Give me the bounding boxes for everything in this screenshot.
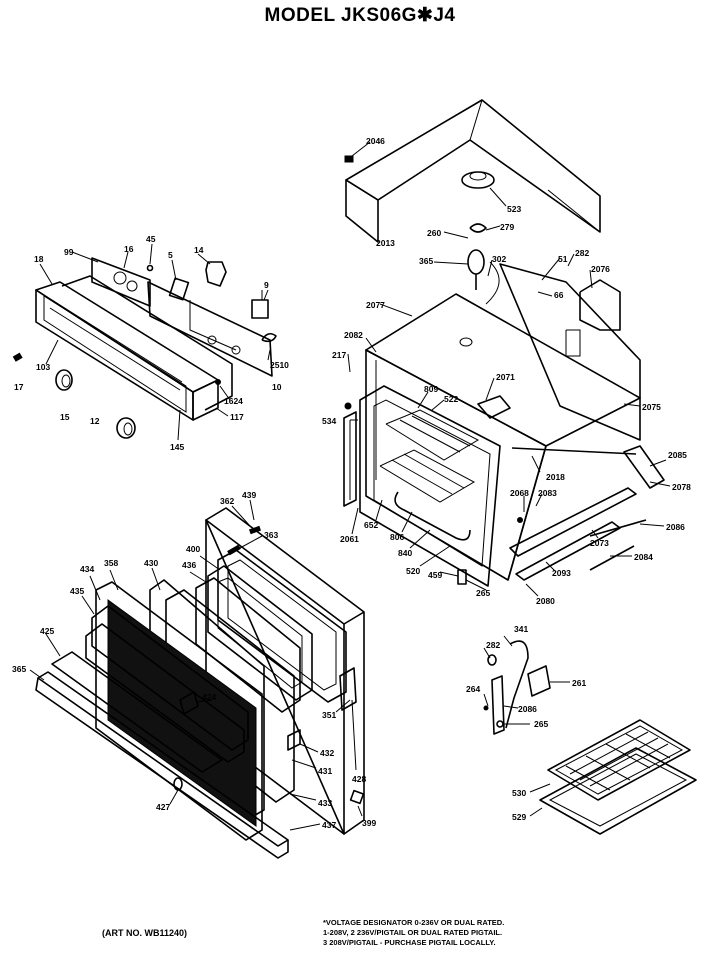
label-362: 362 bbox=[220, 496, 234, 506]
label-217: 217 bbox=[332, 350, 346, 360]
broiler-pan bbox=[529, 719, 697, 835]
label-2071: 2071 bbox=[496, 372, 515, 382]
label-2075: 2075 bbox=[642, 402, 661, 412]
label-522: 522 bbox=[444, 394, 458, 404]
label-435: 435 bbox=[70, 586, 84, 596]
diagram-title: MODEL JKS06G✱J4 bbox=[264, 5, 456, 26]
label-2093: 2093 bbox=[552, 568, 571, 578]
label-17: 17 bbox=[14, 382, 24, 392]
label-2083: 2083 bbox=[538, 488, 557, 498]
label-341: 341 bbox=[514, 624, 528, 634]
label-2084: 2084 bbox=[634, 552, 653, 562]
label-434: 434 bbox=[80, 564, 94, 574]
label-430: 430 bbox=[144, 558, 158, 568]
label-2082: 2082 bbox=[344, 330, 363, 340]
label-282-body: 282 bbox=[575, 248, 589, 258]
label-265-hinge: 265 bbox=[534, 719, 548, 729]
label-358: 358 bbox=[104, 558, 118, 568]
label-437: 437 bbox=[322, 820, 336, 830]
label-365-door: 365 bbox=[12, 664, 26, 674]
label-2073: 2073 bbox=[590, 538, 609, 548]
label-351: 351 bbox=[322, 710, 336, 720]
label-400: 400 bbox=[186, 544, 200, 554]
label-12: 12 bbox=[90, 416, 100, 426]
label-840: 840 bbox=[398, 548, 412, 558]
label-260: 260 bbox=[427, 228, 441, 238]
label-51: 51 bbox=[558, 254, 568, 264]
label-2085: 2085 bbox=[668, 450, 687, 460]
label-529: 529 bbox=[512, 812, 526, 822]
label-2061: 2061 bbox=[340, 534, 359, 544]
label-2068: 2068 bbox=[510, 488, 529, 498]
label-2078: 2078 bbox=[672, 482, 691, 492]
label-652: 652 bbox=[364, 520, 378, 530]
control-panel-assembly bbox=[12, 243, 277, 441]
label-302: 302 bbox=[492, 254, 506, 264]
label-806: 806 bbox=[390, 532, 404, 542]
label-459: 459 bbox=[428, 570, 442, 580]
label-2077: 2077 bbox=[366, 300, 385, 310]
door-hinge-assembly bbox=[483, 635, 570, 735]
label-261: 261 bbox=[572, 678, 586, 688]
label-523: 523 bbox=[507, 204, 521, 214]
label-117: 117 bbox=[230, 412, 244, 422]
label-2046: 2046 bbox=[366, 136, 385, 146]
label-16: 16 bbox=[124, 244, 134, 254]
label-534: 534 bbox=[322, 416, 336, 426]
label-282-hinge: 282 bbox=[486, 640, 500, 650]
label-10: 10 bbox=[272, 382, 282, 392]
label-66: 66 bbox=[554, 290, 564, 300]
note-line: 1-208V, 2 236V/PIGTAIL OR DUAL RATED PIG… bbox=[323, 928, 503, 937]
label-15: 15 bbox=[60, 412, 70, 422]
label-431: 431 bbox=[318, 766, 332, 776]
label-399: 399 bbox=[362, 818, 376, 828]
label-99: 99 bbox=[64, 247, 74, 257]
label-363: 363 bbox=[264, 530, 278, 540]
note-line: *VOLTAGE DESIGNATOR 0-236V OR DUAL RATED… bbox=[323, 918, 505, 927]
label-14: 14 bbox=[194, 245, 204, 255]
label-439: 439 bbox=[242, 490, 256, 500]
voltage-notes: *VOLTAGE DESIGNATOR 0-236V OR DUAL RATED… bbox=[323, 918, 504, 948]
art-number: (ART NO. WB11240) bbox=[102, 928, 188, 938]
label-2018: 2018 bbox=[546, 472, 565, 482]
label-2086: 2086 bbox=[666, 522, 685, 532]
label-424: 424 bbox=[202, 692, 216, 702]
label-1624: 1624 bbox=[224, 396, 243, 406]
door-assembly bbox=[29, 499, 365, 859]
label-45: 45 bbox=[146, 234, 156, 244]
label-428: 428 bbox=[352, 774, 366, 784]
part-number-labels: 2046 523 279 2013 260 365 302 51 282 207… bbox=[12, 136, 691, 830]
label-5: 5 bbox=[168, 250, 173, 260]
label-530: 530 bbox=[512, 788, 526, 798]
note-line: 3 208V/PIGTAIL - PURCHASE PIGTAIL LOCALL… bbox=[323, 938, 496, 947]
label-265-body: 265 bbox=[476, 588, 490, 598]
label-809: 809 bbox=[424, 384, 438, 394]
label-279: 279 bbox=[500, 222, 514, 232]
label-2510: 2510 bbox=[270, 360, 289, 370]
label-433: 433 bbox=[318, 798, 332, 808]
label-427: 427 bbox=[156, 802, 170, 812]
label-2013: 2013 bbox=[376, 238, 395, 248]
label-145: 145 bbox=[170, 442, 184, 452]
label-9: 9 bbox=[264, 280, 269, 290]
label-2080: 2080 bbox=[536, 596, 555, 606]
label-425: 425 bbox=[40, 626, 54, 636]
label-2086-hinge: 2086 bbox=[518, 704, 537, 714]
label-520: 520 bbox=[406, 566, 420, 576]
oven-body-assembly bbox=[343, 99, 671, 597]
label-264: 264 bbox=[466, 684, 480, 694]
label-365-body: 365 bbox=[419, 256, 433, 266]
label-432: 432 bbox=[320, 748, 334, 758]
label-18: 18 bbox=[34, 254, 44, 264]
label-2076: 2076 bbox=[591, 264, 610, 274]
label-436: 436 bbox=[182, 560, 196, 570]
label-103: 103 bbox=[36, 362, 50, 372]
